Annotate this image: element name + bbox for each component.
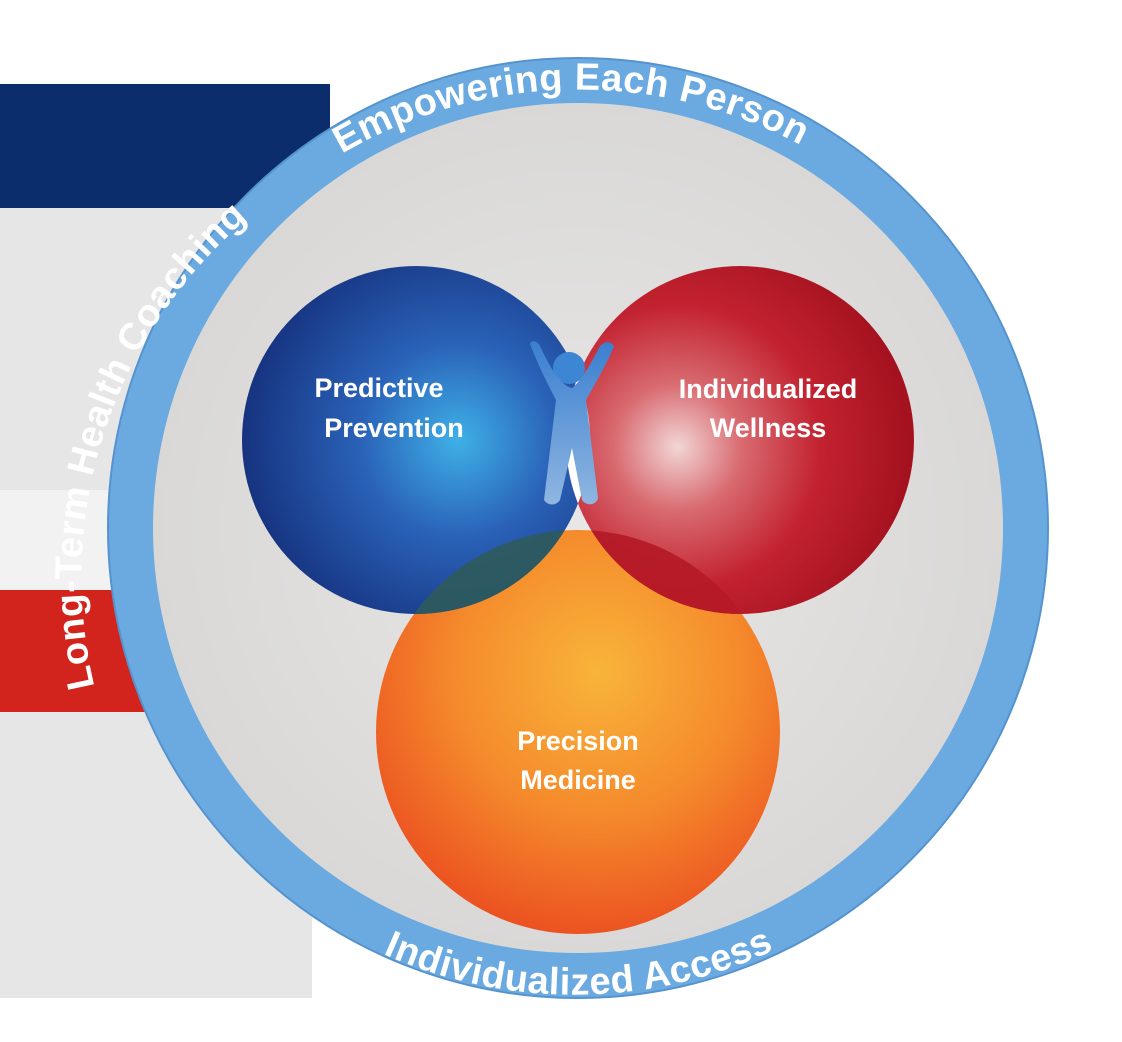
label-wellness: Wellness xyxy=(710,413,827,443)
outer-ring-edge xyxy=(107,57,1049,999)
circle-individualized-wellness xyxy=(566,266,914,614)
label-precision: Precision xyxy=(517,726,639,756)
label-prevention: Prevention xyxy=(324,413,464,443)
circle-precision-medicine xyxy=(376,530,780,934)
label-predictive: Predictive xyxy=(314,373,443,403)
circle-predictive-prevention xyxy=(242,266,590,614)
person-raising-arms-icon xyxy=(530,341,614,505)
label-individualized: Individualized xyxy=(679,374,858,404)
label-medicine: Medicine xyxy=(520,765,636,795)
